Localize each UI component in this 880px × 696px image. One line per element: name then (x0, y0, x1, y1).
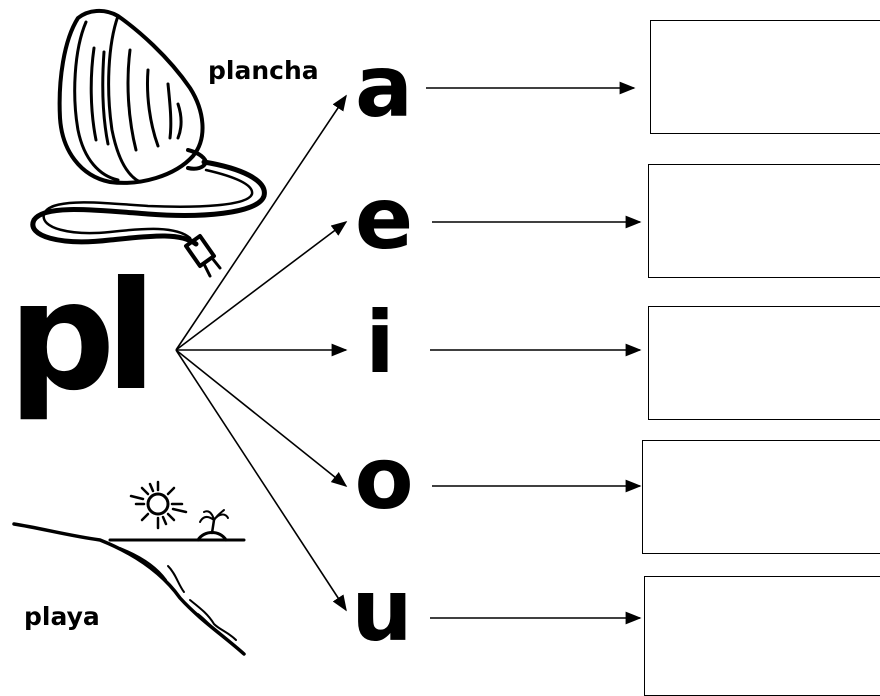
vowel-o: o (354, 429, 414, 529)
answer-box-i[interactable] (648, 306, 880, 420)
vowel-e: e (354, 169, 414, 269)
syllable-stem: pl (8, 250, 157, 424)
answer-box-u[interactable] (644, 576, 880, 696)
answer-box-o[interactable] (642, 440, 880, 554)
answer-box-a[interactable] (650, 20, 880, 134)
iron-icon (30, 9, 267, 278)
answer-box-e[interactable] (648, 164, 880, 278)
beach-icon (12, 480, 246, 656)
arrow-to-o (175, 349, 348, 487)
vowel-u: u (351, 561, 413, 661)
word-playa: playa (24, 602, 100, 631)
arrow-to-u (175, 349, 347, 612)
vowel-a: a (354, 37, 414, 137)
vowel-i: i (365, 293, 395, 393)
arrow-to-a (175, 94, 347, 351)
word-plancha: plancha (208, 56, 319, 85)
arrow-to-e (175, 221, 348, 351)
